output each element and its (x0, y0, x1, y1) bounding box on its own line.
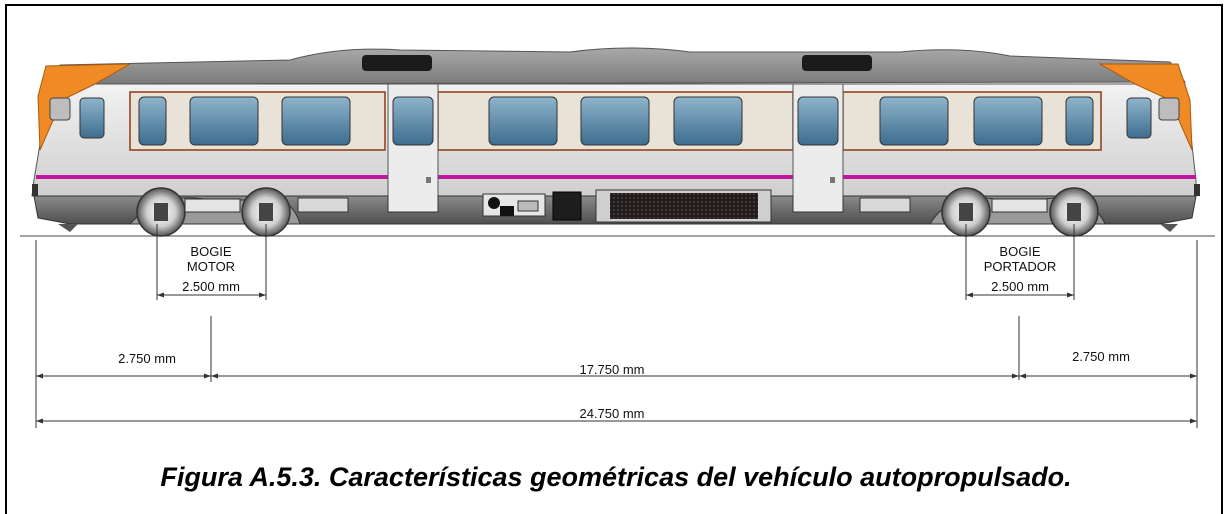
radiator-grille (610, 193, 758, 219)
underframe (32, 184, 1200, 225)
headlight-left (49, 97, 71, 121)
roof-vent-right (802, 55, 872, 71)
bogie-portador-graphic (929, 187, 1106, 237)
equipment-box-right (859, 197, 911, 213)
purple-stripe (36, 175, 1196, 179)
overhang-left-dim: 2.750 mm (118, 351, 176, 366)
wheelbase-motor-dim: 2.500 mm (182, 279, 240, 294)
bogie-motor-label-line2: MOTOR (187, 259, 235, 274)
total-length-dim: 24.750 mm (579, 406, 644, 421)
overhang-right-dim: 2.750 mm (1072, 349, 1130, 364)
figure-frame (5, 4, 1223, 514)
figure-caption: Figura A.5.3. Características geométrica… (160, 462, 1072, 492)
bogie-portador-label-line1: BOGIE (999, 244, 1041, 259)
bogie-motor-graphic (128, 187, 301, 237)
equipment-box-left (297, 197, 349, 213)
train-roof (43, 47, 1186, 85)
train-diagram: BOGIE MOTOR BOGIE PORTADOR 2.500 mm 2.50… (20, 47, 1215, 428)
wheelbase-portador-dim: 2.500 mm (991, 279, 1049, 294)
bogie-centers-dim: 17.750 mm (579, 362, 644, 377)
equipment-box-black (552, 191, 582, 221)
dimension-lines (35, 224, 1198, 428)
dimension-arrows (36, 292, 1197, 424)
headlight-right (1158, 97, 1180, 121)
roof-vent-left (362, 55, 432, 71)
bogie-motor-label-line1: BOGIE (190, 244, 232, 259)
cab-window-right (1126, 97, 1152, 139)
cab-right (1098, 63, 1193, 151)
bogie-portador-label-line2: PORTADOR (984, 259, 1056, 274)
windows (49, 96, 1180, 146)
cab-window-left (79, 97, 105, 139)
